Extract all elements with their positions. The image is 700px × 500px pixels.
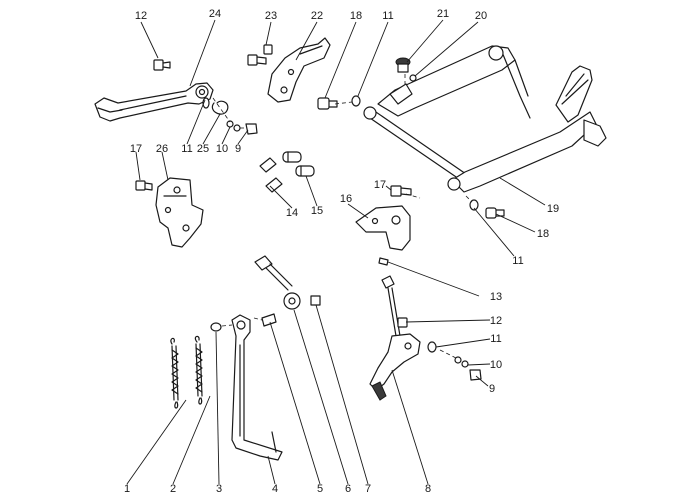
callout-10: 10: [216, 143, 228, 155]
callout-1: 1: [124, 483, 130, 495]
callout-18: 18: [350, 10, 362, 22]
callout-12: 12: [490, 315, 502, 327]
callout-22: 22: [311, 10, 323, 22]
washer-part: [351, 95, 361, 107]
callout-labels: 12 24 23 22 18 11 21 20 11 25 10 9 17 26…: [124, 8, 559, 495]
spring-part: [170, 337, 179, 409]
shift-rod-part: [254, 255, 321, 310]
pin-part: [378, 257, 389, 266]
shift-frame-part: [363, 45, 607, 193]
callout-3: 3: [216, 483, 222, 495]
top-bracket-part: [267, 37, 331, 103]
callout-12: 12: [135, 10, 147, 22]
callout-25: 25: [197, 143, 209, 155]
callout-13: 13: [490, 291, 502, 303]
knob-part: [395, 57, 411, 73]
callout-26: 26: [156, 143, 168, 155]
nut-part: [210, 322, 222, 332]
bolt-part: [317, 97, 338, 110]
callout-2: 2: [170, 483, 176, 495]
callout-9: 9: [489, 383, 495, 395]
callout-15: 15: [311, 205, 323, 217]
callout-4: 4: [272, 483, 278, 495]
rubber-mount-part: [259, 151, 315, 193]
side-stand-part: [231, 313, 283, 461]
bolt-part: [153, 59, 171, 71]
mounting-plate-part: [155, 177, 204, 248]
callout-6: 6: [345, 483, 351, 495]
callout-9: 9: [235, 143, 241, 155]
callout-5: 5: [317, 483, 323, 495]
gear-lever-part: [369, 275, 421, 401]
callout-17: 17: [374, 179, 386, 191]
pin-part: [409, 74, 417, 82]
callout-11: 11: [181, 143, 192, 155]
callout-24: 24: [209, 8, 221, 20]
callout-17: 17: [130, 143, 142, 155]
leader-lines: [126, 19, 546, 485]
spring-part: [194, 335, 203, 405]
callout-11: 11: [512, 255, 523, 267]
callout-18: 18: [537, 228, 549, 240]
callout-11: 11: [382, 10, 393, 22]
callout-21: 21: [437, 8, 449, 20]
callout-10: 10: [490, 359, 502, 371]
pin-part: [226, 120, 258, 135]
callout-14: 14: [286, 207, 298, 219]
bolt-part: [390, 185, 412, 197]
clip-part: [202, 97, 229, 115]
callout-8: 8: [425, 483, 431, 495]
callout-7: 7: [365, 483, 371, 495]
brake-pedal-part: [94, 82, 214, 122]
bolt-part: [247, 44, 273, 66]
callout-23: 23: [265, 10, 277, 22]
callout-16: 16: [340, 193, 352, 205]
callout-11: 11: [490, 333, 501, 345]
assembly-lines: [212, 97, 473, 359]
side-bracket-part: [355, 205, 411, 251]
bolt-part: [135, 180, 153, 191]
callout-19: 19: [547, 203, 559, 215]
callout-20: 20: [475, 10, 487, 22]
